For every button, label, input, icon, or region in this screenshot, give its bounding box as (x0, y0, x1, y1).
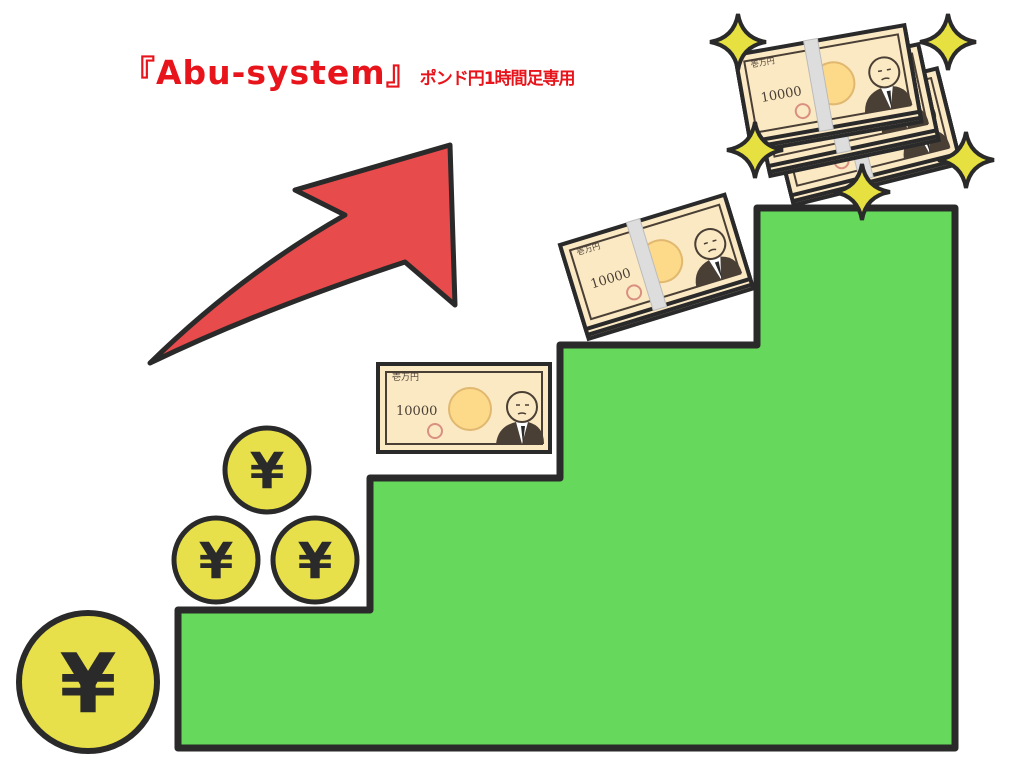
banknote-stack (559, 193, 753, 339)
yen-icon: ¥ (298, 532, 333, 590)
banknote-pile (735, 23, 961, 205)
title-main: Abu-system (156, 53, 386, 92)
stairs (174, 204, 959, 752)
sparkle-icon (918, 12, 978, 72)
title-bracket-close: 』 (385, 53, 420, 92)
rising-arrow (147, 142, 458, 366)
page-title: 『Abu-system』ポンド円1時間足専用 (122, 46, 576, 94)
banknote-header: 壱万円 (392, 371, 419, 383)
coin-small-top: ¥ (222, 425, 312, 515)
yen-icon: ¥ (250, 442, 285, 500)
banknote-single: 壱万円 10000 (376, 362, 552, 454)
banknote-value: 10000 (396, 404, 437, 419)
coin-small-left: ¥ (171, 515, 261, 605)
title-bracket-open: 『 (122, 53, 156, 92)
yen-icon: ¥ (59, 637, 116, 732)
title-subtitle: ポンド円1時間足専用 (419, 69, 576, 89)
coin-small-right: ¥ (270, 515, 360, 605)
yen-icon: ¥ (199, 532, 234, 590)
coin-large: ¥ (16, 610, 160, 754)
